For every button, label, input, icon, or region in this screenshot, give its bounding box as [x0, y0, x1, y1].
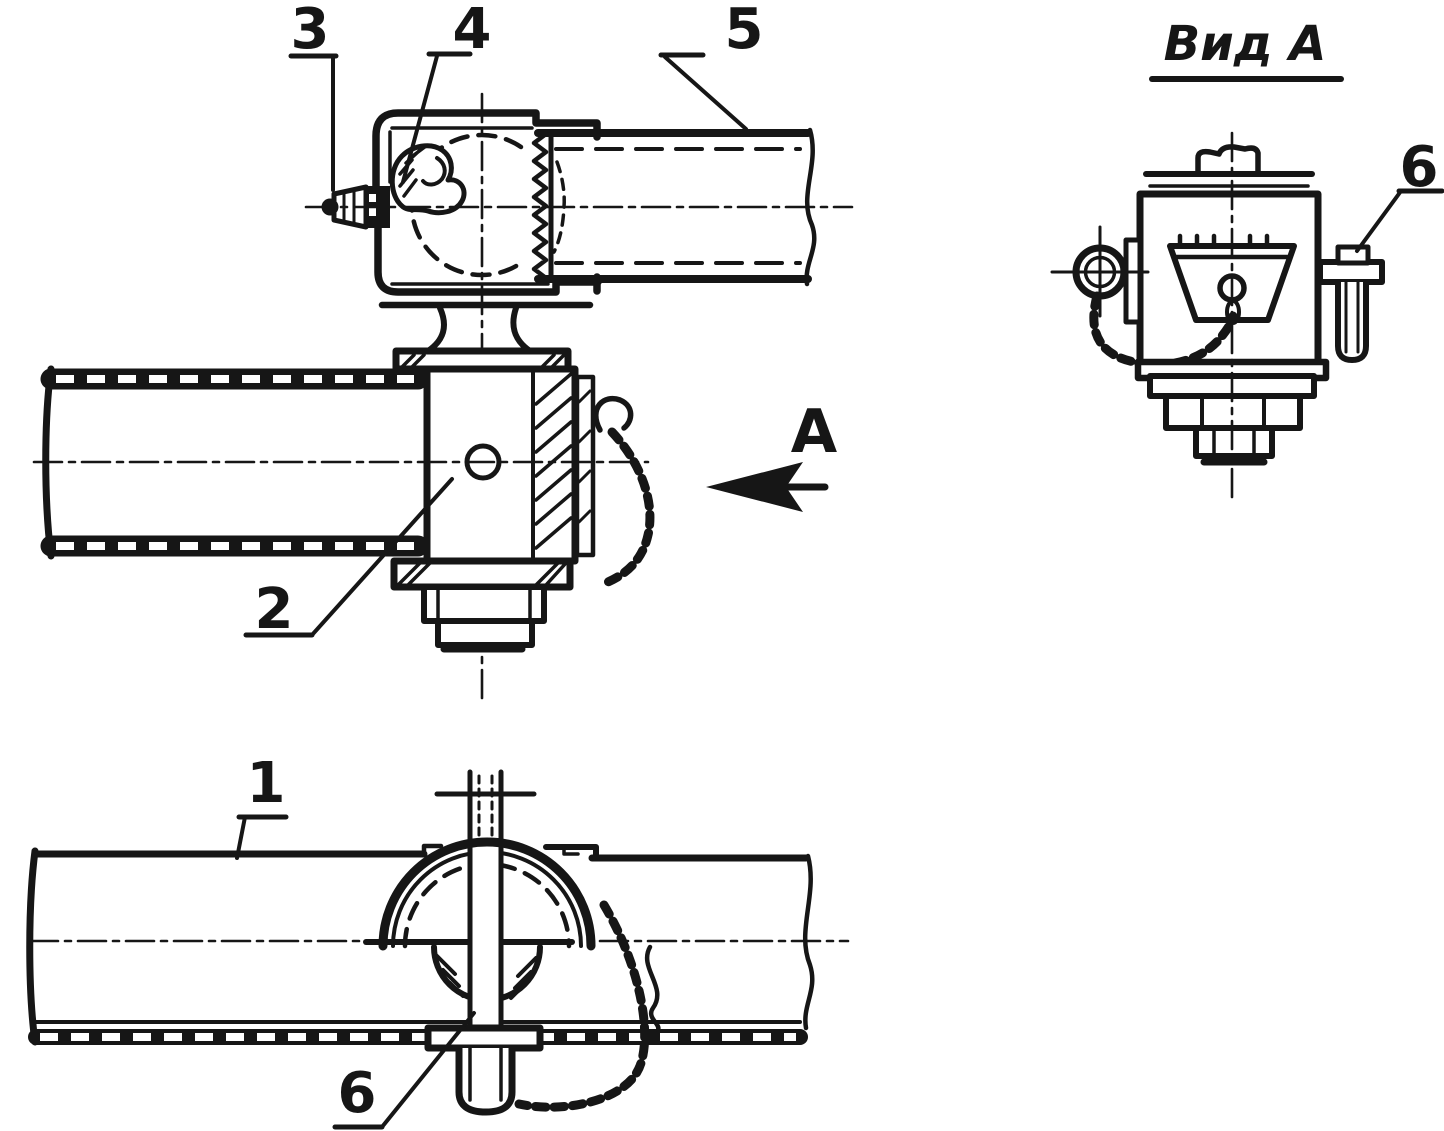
- right-bracket-notch: [562, 845, 580, 856]
- top-tab: [1195, 144, 1261, 177]
- callout-4-leader: [401, 54, 439, 184]
- wedge-opening: [1167, 243, 1297, 323]
- view-direction-letter: A: [791, 397, 838, 467]
- pin-lower-end: [455, 1044, 516, 1116]
- callout-3-number: 3: [291, 0, 330, 62]
- ball-section-hatching: [435, 954, 538, 1000]
- pin-top-inner-lines: [477, 774, 494, 842]
- left-step: [421, 843, 444, 857]
- pin-shaft-gap: [470, 849, 501, 1025]
- chain-hook: [593, 395, 634, 433]
- bottom-flange-hatching: [396, 561, 568, 587]
- pin-mount-block: [1335, 244, 1371, 266]
- retaining-chain-bottom: [514, 900, 650, 1112]
- callout-2-leader: [310, 477, 454, 637]
- pin-lower-inner-lines: [468, 1046, 503, 1102]
- clamp-nut-step-1: [421, 584, 547, 624]
- tube-5-break-line: [804, 127, 817, 287]
- callout-6-bottom-leader: [380, 1011, 476, 1129]
- middle-tube-end-cap: [42, 365, 55, 560]
- torn-section-edge: [644, 944, 661, 1033]
- callout-5-leader: [663, 55, 748, 131]
- callout-6-bottom-number: 6: [338, 1061, 377, 1126]
- base-step-2-lines: [1200, 394, 1266, 430]
- side-bracket: [1123, 237, 1143, 325]
- bottom-tube-top-edges: [32, 850, 810, 862]
- callout-6-view-leader: [1355, 189, 1403, 253]
- locking-pin-inner-lines: [1344, 280, 1360, 354]
- fitting-thread-notch: [369, 208, 376, 216]
- saddle-dome-outer: [378, 837, 596, 951]
- bottom-tube-break-line: [802, 853, 815, 1031]
- clamp-nut-step-2: [435, 618, 535, 648]
- fitting-thread-notch: [369, 194, 376, 202]
- tube-5-walls: [534, 129, 812, 283]
- middle-tube-walls: [40, 368, 429, 557]
- locking-pin-front: [1335, 279, 1369, 363]
- callout-2-number: 2: [255, 577, 294, 642]
- callout-4-number: 4: [453, 0, 492, 62]
- base-step-3: [1193, 425, 1275, 459]
- clamp-side-plate: [574, 374, 596, 558]
- middle-assembly-section: 2 A: [32, 347, 838, 653]
- tube-5-hidden-bore: [554, 147, 802, 265]
- view-direction-arrow: [706, 462, 803, 512]
- clamp-flange-hatching: [398, 353, 566, 371]
- base-step-3-lines: [1212, 426, 1256, 458]
- nut-step-inner-lines: [436, 585, 532, 623]
- bottom-assembly-section: 1 6: [26, 751, 850, 1130]
- callout-1-leader: [235, 815, 247, 860]
- callout-1-number: 1: [247, 751, 286, 816]
- view-a: Вид А 6: [1050, 16, 1444, 500]
- callout-5-number: 5: [725, 0, 764, 62]
- ball-stem-neck: [425, 305, 533, 354]
- bottom-tube-end-cap: [26, 847, 39, 1046]
- pin-shaft-edges: [467, 769, 504, 1033]
- clamp-side-plate-hatching: [577, 389, 592, 524]
- socket-housing-inner-lines: [388, 126, 550, 286]
- washer-plate: [424, 1024, 544, 1052]
- view-a-title: Вид А: [1164, 16, 1327, 72]
- top-assembly-section: 3 4 5: [288, 0, 854, 702]
- retaining-chain: [598, 427, 655, 589]
- callout-6-view-number: 6: [1400, 135, 1439, 200]
